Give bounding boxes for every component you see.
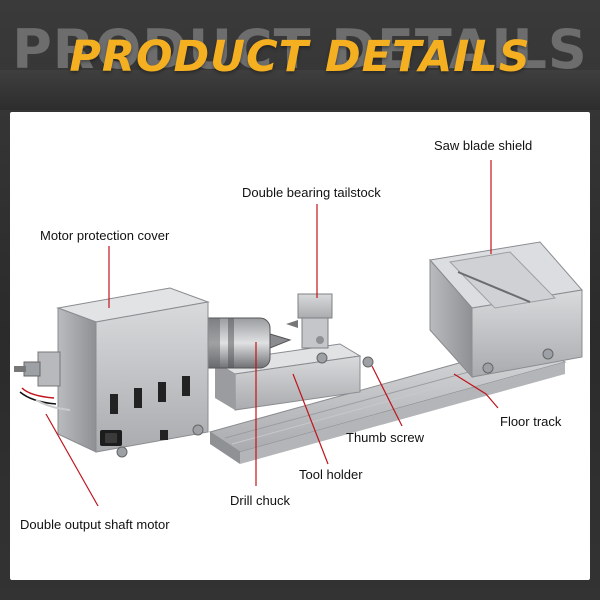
label-drill-chuck: Drill chuck [230,493,290,508]
label-thumb-screw: Thumb screw [346,430,425,445]
lathe-illustration [14,160,583,507]
page-title: PRODUCT DETAILS [69,32,531,82]
label-double-bearing-tailstock: Double bearing tailstock [242,185,381,200]
label-motor-protection-cover: Motor protection cover [40,228,170,243]
leader-line [292,373,329,465]
product-panel: Saw blade shield Double bearing tailstoc… [10,112,590,580]
motor-protection-cover-part [56,287,210,458]
saw-blade-shield-part [429,241,583,379]
leader-line [453,373,499,409]
thumb-screw-knob [362,356,374,368]
leader-line [45,413,99,507]
header-watermark: PRODUCT DETAILS [12,18,588,81]
header-background [0,70,600,110]
leader-line [371,365,403,427]
double-output-shaft-motor-part [14,351,71,411]
label-floor-track: Floor track [500,414,562,429]
label-tool-holder: Tool holder [299,467,363,482]
double-bearing-tailstock-part [286,293,333,349]
label-saw-blade-shield: Saw blade shield [434,138,533,153]
thumb-screw-knob [316,352,328,364]
label-double-output-shaft-motor: Double output shaft motor [20,517,170,532]
